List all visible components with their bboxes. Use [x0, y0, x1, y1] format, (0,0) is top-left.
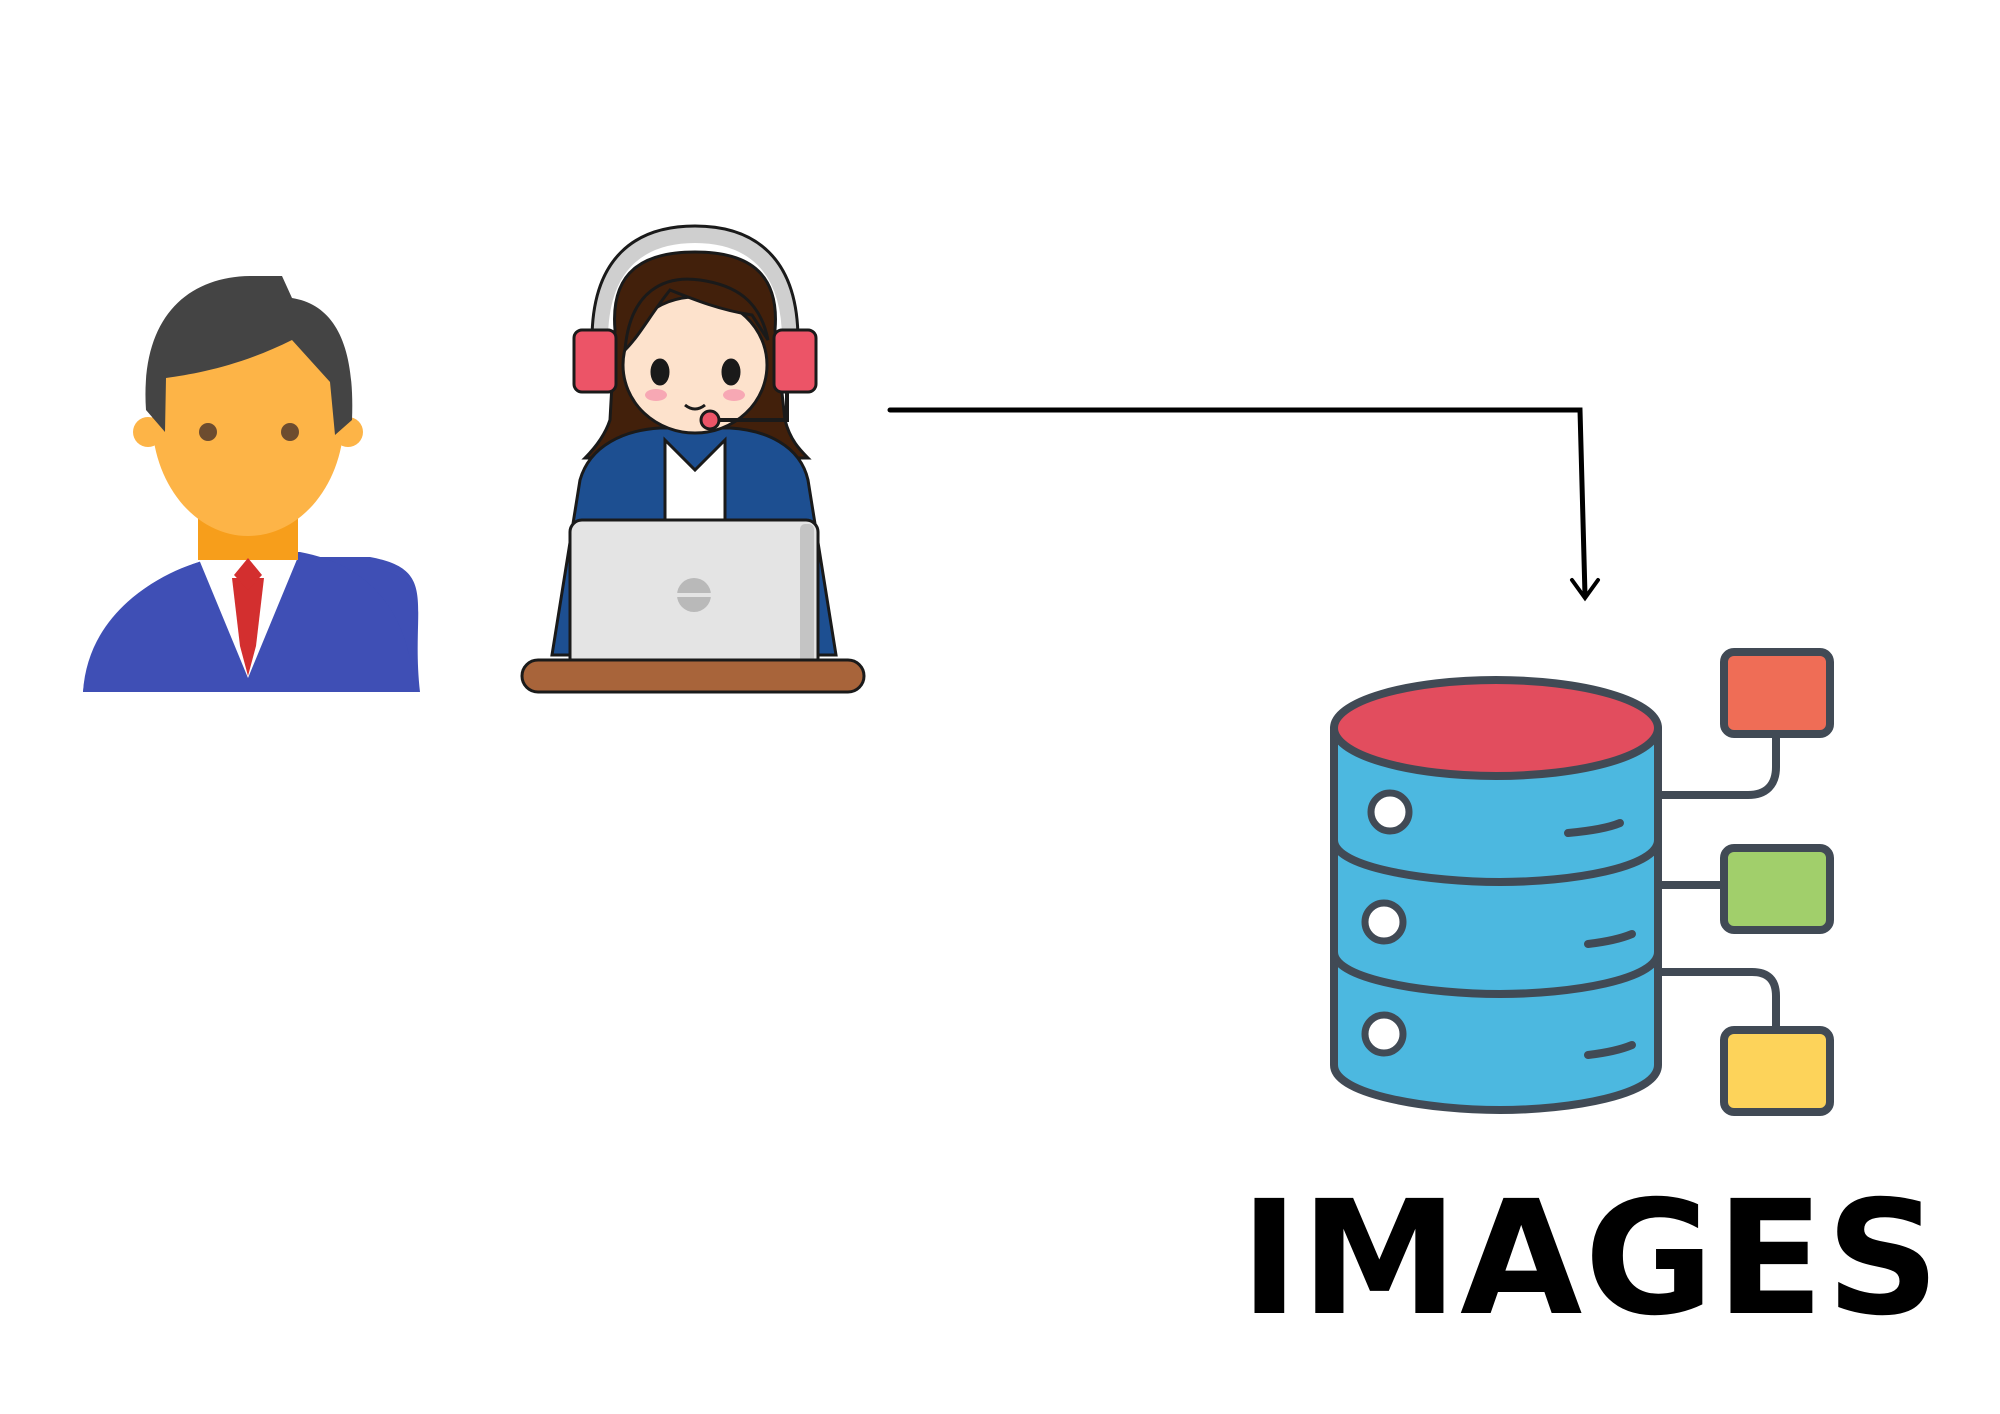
agent-headband — [592, 226, 798, 341]
db-slot-2 — [1584, 930, 1636, 948]
connector-line — [887, 407, 1588, 598]
db-top — [1330, 676, 1662, 780]
agent-eye-left — [650, 358, 670, 386]
agent-earcup-right — [772, 328, 818, 394]
agent-mouth — [684, 403, 706, 411]
agent-bangs — [623, 277, 770, 354]
agent-mic — [699, 409, 721, 431]
database-icon — [1330, 648, 1834, 1116]
agent-headband-outline — [590, 224, 800, 341]
agent-blush-left — [645, 389, 667, 401]
agent-blush-right — [723, 389, 745, 401]
agent-eye-right — [721, 358, 741, 386]
db-slot-3 — [1584, 1041, 1636, 1059]
db-slot-1 — [1564, 819, 1624, 837]
businessman-eye-right — [281, 423, 299, 441]
businessman-eye-left — [199, 423, 217, 441]
db-light-2 — [1361, 899, 1407, 945]
businessman-tie-knot — [234, 558, 262, 590]
db-node-yellow — [1720, 1026, 1834, 1116]
businessman-tie — [232, 578, 264, 676]
db-divider-2 — [1330, 951, 1662, 998]
agent-mic-boom — [712, 392, 789, 422]
db-body — [1330, 724, 1662, 1114]
businessman-icon — [83, 276, 420, 692]
db-tree-connectors — [1658, 738, 1780, 1033]
database-label: IMAGES — [1240, 1167, 1942, 1351]
agent-earcup-left — [572, 328, 618, 394]
agent-desk — [520, 658, 866, 694]
db-node-red — [1720, 648, 1834, 738]
businessman-hair — [145, 276, 353, 435]
db-light-3 — [1361, 1011, 1407, 1057]
arrowhead — [1570, 578, 1600, 602]
connector-arrow — [887, 407, 1600, 602]
agent-collar — [663, 436, 727, 522]
db-node-green — [1720, 844, 1834, 934]
agent-laptop-edge — [800, 524, 814, 666]
db-light-1 — [1367, 789, 1413, 835]
db-divider-1 — [1330, 839, 1662, 886]
support-agent-icon — [520, 224, 866, 694]
